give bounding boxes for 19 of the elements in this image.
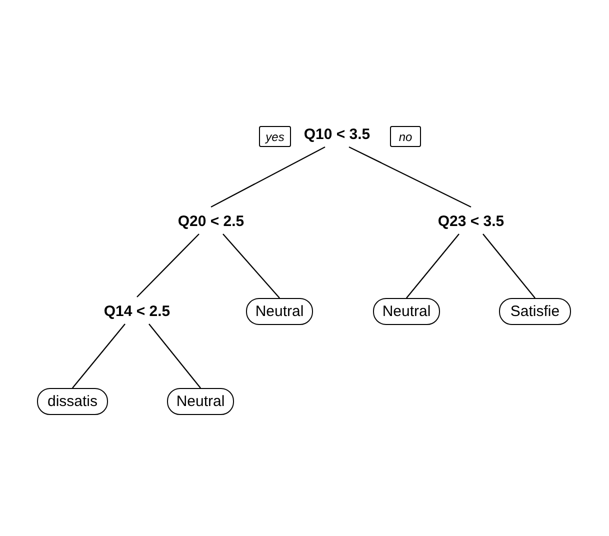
branch-tag: yes — [259, 126, 291, 147]
branch-line — [348, 146, 472, 208]
branch-line — [72, 324, 126, 388]
split-condition: Q23 < 3.5 — [428, 211, 514, 232]
branch-line — [136, 234, 200, 298]
branch-line — [406, 234, 460, 298]
leaf-node: dissatis — [37, 388, 108, 415]
leaf-node: Neutral — [246, 298, 313, 325]
branch-line — [482, 234, 536, 298]
leaf-node: Satisfie — [499, 298, 571, 325]
branch-line — [222, 234, 280, 298]
branch-tag: no — [390, 126, 421, 147]
split-condition: Q10 < 3.5 — [294, 124, 380, 145]
branch-line — [148, 324, 201, 388]
split-condition: Q14 < 2.5 — [94, 301, 180, 322]
split-condition: Q20 < 2.5 — [168, 211, 254, 232]
branch-line — [210, 146, 326, 208]
leaf-node: Neutral — [373, 298, 440, 325]
leaf-node: Neutral — [167, 388, 234, 415]
